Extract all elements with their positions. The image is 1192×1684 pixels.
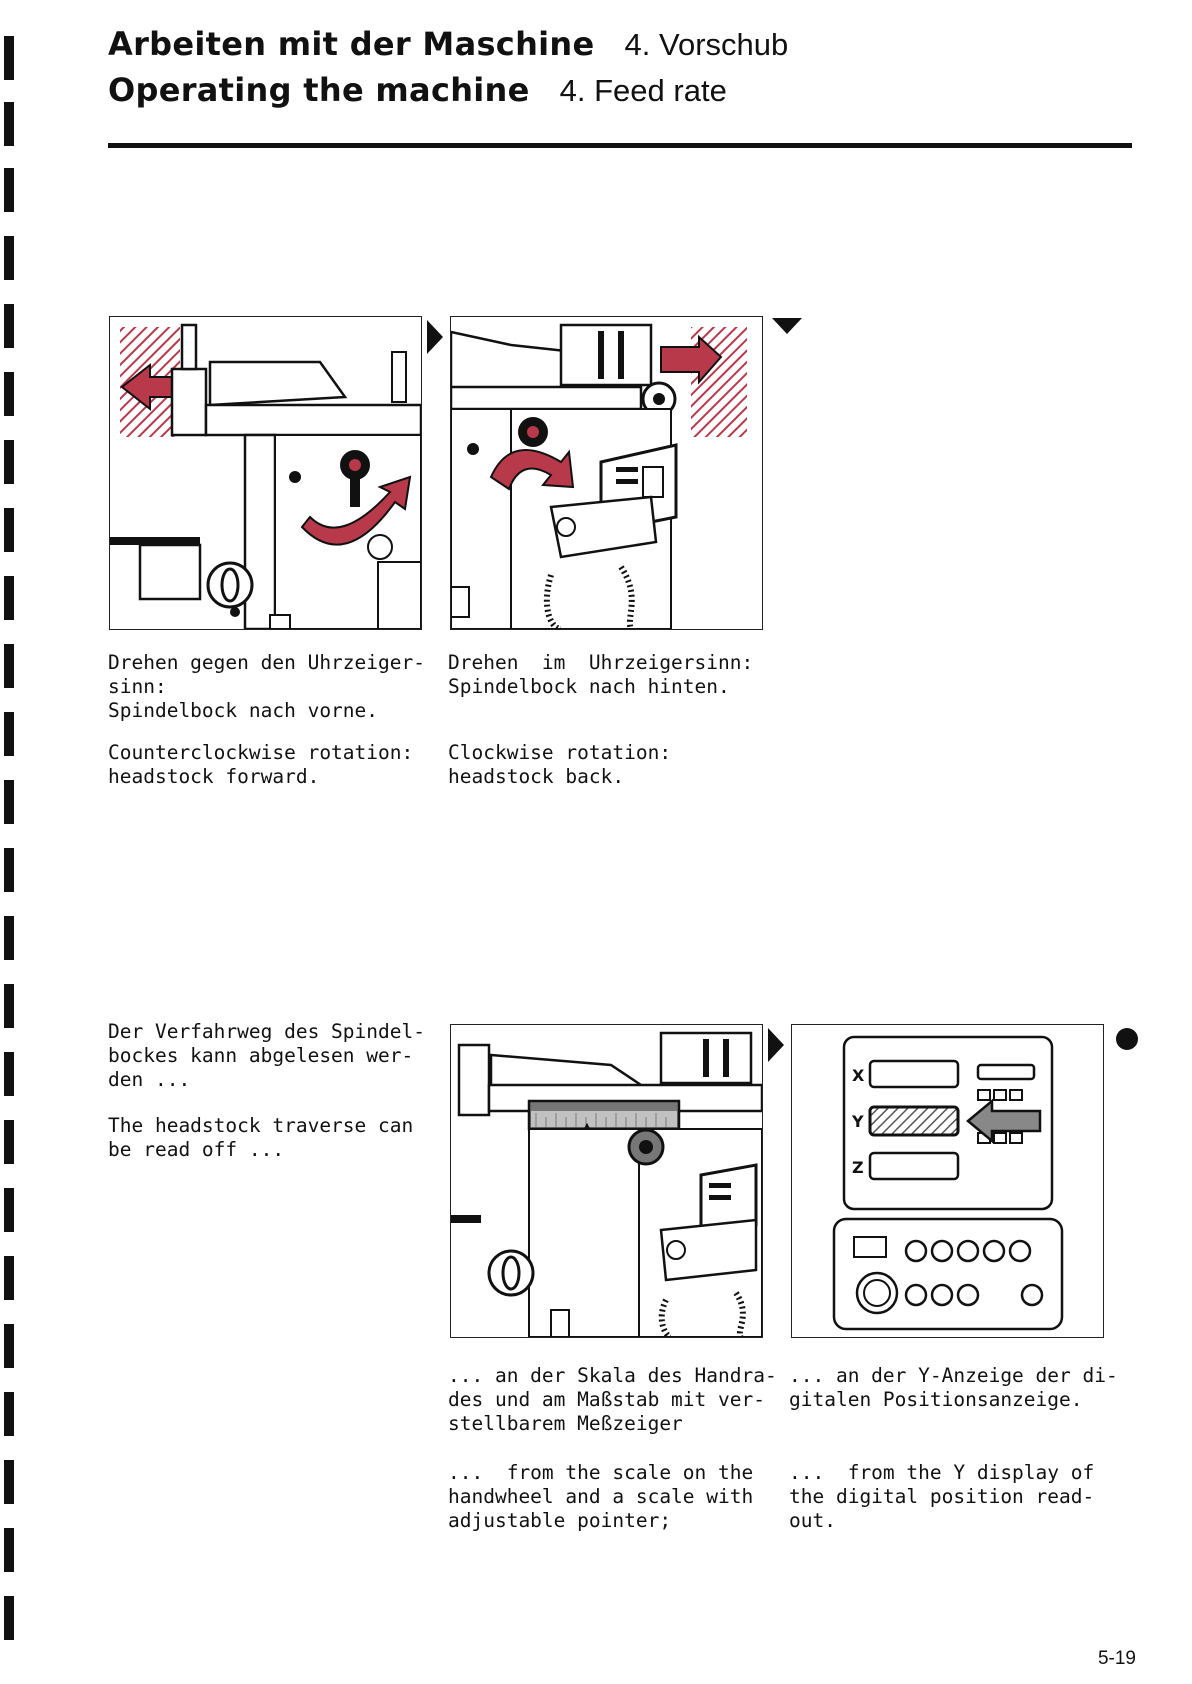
section-title-en: 4. Feed rate [559,73,727,108]
caption-cw-de: Drehen im Uhrzeigersinn: Spindelbock nac… [448,651,754,698]
continue-arrow-icon-2 [768,1028,784,1062]
figure-readout-illustration: X Y Z [832,1035,1064,1331]
caption-scale-en: ... from the scale on the handwheel and … [448,1461,754,1532]
caption-readout-de: ... an der Y-Anzeige der di- gitalen Pos… [789,1364,1118,1411]
section-end-dot [1116,1028,1138,1050]
figure-scale-illustration [451,1031,762,1337]
figure-digital-readout: X Y Z [791,1024,1104,1338]
axis-z-label: Z [852,1158,864,1177]
caption-scale-de: ... an der Skala des Handra- des und am … [448,1364,777,1435]
caption-ccw-en: Counterclockwise rotation: headstock for… [108,741,414,788]
caption-ccw-de: Drehen gegen den Uhrzeiger- sinn: Spinde… [108,651,425,722]
page-title-en: Operating the machine [108,71,530,109]
caption-cw-en: Clockwise rotation: headstock back. [448,741,672,788]
section-title-de: 4. Vorschub [624,27,789,62]
figure-scale-reading [450,1024,763,1338]
header-rule [108,143,1132,148]
intro-text-de: Der Verfahrweg des Spindel- bockes kann … [108,1020,425,1091]
header-line-en: Operating the machine 4. Feed rate [108,74,727,106]
binding-marks [4,0,18,1684]
continue-arrow-icon [427,320,443,354]
page-number: 5-19 [1097,1648,1136,1669]
page-title-de: Arbeiten mit der Maschine [108,25,595,63]
figure-ccw-rotation [109,316,422,630]
axis-y-label: Y [851,1112,864,1131]
axis-x-label: X [852,1066,865,1085]
down-arrow-icon [772,318,802,334]
intro-text-en: The headstock traverse can be read off .… [108,1114,414,1161]
caption-readout-en: ... from the Y display of the digital po… [789,1461,1095,1532]
figure-cw-illustration [451,323,747,629]
figure-ccw-illustration [110,323,421,629]
figure-cw-rotation [450,316,763,630]
header-line-de: Arbeiten mit der Maschine 4. Vorschub [108,28,788,60]
